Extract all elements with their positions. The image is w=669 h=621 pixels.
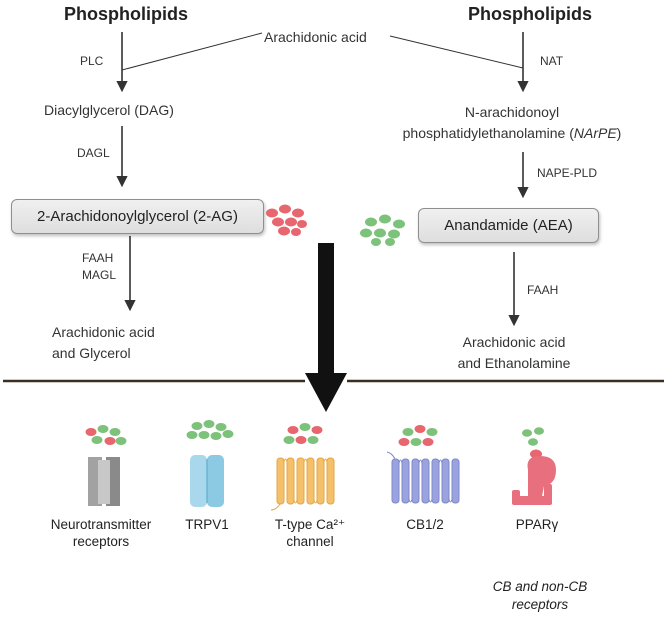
receptor-2-line1: T-type Ca²⁺ (274, 517, 346, 532)
two-ag-box: 2-Arachidonoylglycerol (2-AG) (11, 199, 264, 234)
receptor-dots-cb (398, 425, 438, 446)
footer-caption: CB and non-CB receptors (470, 578, 610, 614)
receptor-label-neurotransmitter: Neurotransmitter receptors (38, 517, 164, 551)
dag-label: Diacylglycerol (DAG) (44, 102, 174, 118)
trpv1-channel-icon (190, 455, 224, 507)
receptor-label-t-type: T-type Ca²⁺ channel (262, 517, 358, 551)
receptor-dots-neurotransmitter (85, 425, 127, 445)
receptor-0-line2: receptors (72, 533, 130, 549)
right-enzyme-nat: NAT (540, 54, 564, 68)
left-enzyme-plc: PLC (80, 54, 104, 68)
receptor-2-line2: channel (286, 533, 334, 549)
main-down-arrow (305, 243, 347, 412)
right-end-products: Arachidonic acid and Ethanolamine (424, 332, 604, 374)
narpe-line1: N-arachidonoyl (464, 104, 560, 120)
connector-right (389, 35, 524, 69)
left-end-line2: and Glycerol (52, 345, 131, 361)
ppar-gamma-icon (512, 456, 556, 505)
aea-box: Anandamide (AEA) (418, 208, 599, 243)
receptor-0-line1: Neurotransmitter (50, 517, 152, 532)
right-end-line1: Arachidonic acid (462, 334, 566, 350)
receptor-dots-t-type (283, 423, 323, 444)
receptor-1-line1: TRPV1 (185, 517, 229, 532)
right-enzyme-faah: FAAH (527, 283, 559, 297)
connector-left (121, 32, 263, 71)
receptor-dots-ppar (522, 427, 544, 459)
receptor-label-trpv1: TRPV1 (172, 517, 242, 534)
receptor-label-cb: CB1/2 (390, 517, 460, 534)
two-ag-label: 2-Arachidonoylglycerol (2-AG) (37, 208, 238, 225)
t-type-calcium-channel-icon (270, 457, 335, 511)
receptor-4-line1: PPARγ (515, 517, 559, 532)
left-enzyme-magl: MAGL (82, 268, 117, 283)
right-phospholipids-title: Phospholipids (468, 4, 592, 24)
cb-receptor-icon (386, 451, 460, 504)
receptor-label-ppar: PPARγ (502, 517, 572, 534)
receptor-3-line1: CB1/2 (406, 517, 444, 532)
two-ag-molecule-dots (266, 204, 307, 236)
right-enzyme-nape-pld: NAPE-PLD (537, 166, 598, 180)
left-end-products: Arachidonic acid and Glycerol (52, 322, 155, 364)
left-enzymes-faah-magl: FAAH MAGL (82, 250, 116, 285)
narpe-line2a: phosphatidylethanolamine ( (402, 125, 574, 141)
left-phospholipids-title: Phospholipids (64, 4, 188, 24)
narpe-line2c: ) (616, 125, 622, 141)
aea-molecule-dots (360, 214, 405, 246)
narpe-abbrev: NArPE (573, 125, 617, 141)
neurotransmitter-receptor-icon (88, 457, 120, 506)
shared-arachidonic-acid-label: Arachidonic acid (264, 29, 367, 45)
aea-label: Anandamide (AEA) (444, 217, 573, 234)
left-end-line1: Arachidonic acid (52, 324, 155, 340)
left-enzyme-dagl: DAGL (77, 146, 110, 160)
left-enzyme-faah: FAAH (82, 251, 114, 265)
footer-line2: receptors (511, 597, 569, 613)
right-end-line2: and Ethanolamine (457, 355, 571, 371)
footer-line1: CB and non-CB (492, 579, 588, 594)
receptor-dots-trpv1 (186, 420, 234, 440)
narpe-label: N-arachidonoyl phosphatidylethanolamine … (392, 102, 632, 144)
